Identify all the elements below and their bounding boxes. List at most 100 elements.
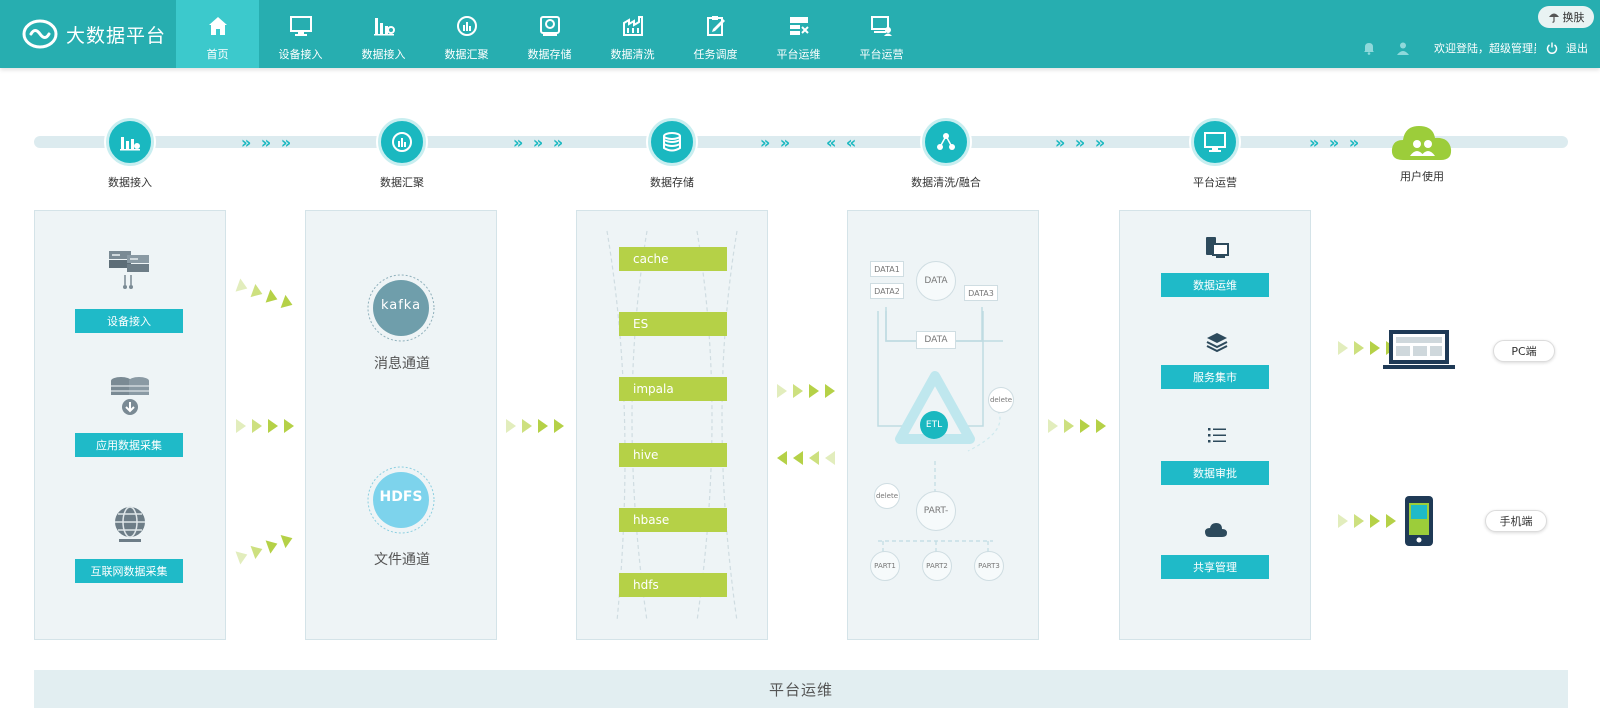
client-mobile-label[interactable]: 手机端: [1485, 510, 1547, 532]
stage-circle: [922, 118, 970, 166]
arrow: [522, 419, 532, 433]
kafka-logo-text: kafka: [380, 298, 422, 313]
arrow: [265, 537, 280, 554]
etl-part: PART-: [916, 491, 956, 531]
skin-label: 换肤: [1562, 11, 1585, 24]
panel-data-access: 设备接入 应用数据采集 互联网数据采集: [34, 210, 226, 640]
flow-arrows: [236, 419, 300, 433]
arrow: [1370, 514, 1380, 528]
stage-circle: [378, 118, 426, 166]
stage-data-access[interactable]: 数据接入: [70, 118, 190, 190]
arrow: [268, 419, 278, 433]
nav-label: 任务调度: [693, 48, 738, 61]
stage-data-cleaning[interactable]: 数据清洗/融合: [886, 118, 1006, 190]
power-icon[interactable]: [1546, 42, 1558, 54]
footer-platform-ops[interactable]: 平台运维: [34, 670, 1568, 708]
storage-hive[interactable]: hive: [619, 443, 727, 467]
stage-platform-operation[interactable]: 平台运营: [1155, 118, 1275, 190]
etl-part1: PART1: [870, 551, 900, 581]
nav-task-schedule[interactable]: 任务调度: [674, 0, 757, 68]
stage-circle: [648, 118, 696, 166]
item-internet-data-collection[interactable]: 互联网数据采集: [75, 559, 183, 583]
stage-label: 数据清洗/融合: [911, 176, 981, 189]
etl-part2: PART2: [922, 551, 952, 581]
storage-hdfs[interactable]: hdfs: [619, 573, 727, 597]
panel-platform-operation: 数据运维 服务集市 数据审批 共享管理: [1119, 210, 1311, 640]
item-app-data-collection[interactable]: 应用数据采集: [75, 433, 183, 457]
arrow: [284, 419, 294, 433]
nav-data-cleaning[interactable]: 数据清洗: [591, 0, 674, 68]
client-pc-label[interactable]: PC端: [1493, 340, 1555, 362]
arrow: [538, 419, 548, 433]
arrow: [506, 419, 516, 433]
nav-label: 首页: [206, 48, 229, 61]
arrow: [1354, 514, 1364, 528]
item-data-ops[interactable]: 数据运维: [1161, 273, 1269, 297]
nav-platform-operation[interactable]: 平台运营: [840, 0, 923, 68]
arrow: [1048, 419, 1058, 433]
item-service-market[interactable]: 服务集市: [1161, 365, 1269, 389]
arrow: [825, 451, 835, 465]
flow-arrows: [1338, 514, 1402, 528]
arrow: [1064, 419, 1074, 433]
tools-icon: [789, 17, 809, 35]
stage-data-aggregation[interactable]: 数据汇聚: [342, 118, 462, 190]
layers-icon: [1206, 333, 1228, 353]
nav-home[interactable]: 首页: [176, 0, 259, 68]
arrow: [809, 451, 819, 465]
cloud-users-icon: [1391, 126, 1452, 160]
nav-label: 平台运维: [776, 48, 821, 61]
flow-arrows: [235, 529, 301, 565]
nav-label: 平台运营: [859, 48, 904, 61]
logo-icon: [22, 19, 58, 49]
network-icon: [937, 133, 955, 150]
user-icon[interactable]: [1396, 41, 1410, 55]
database-icon: [663, 132, 681, 152]
nav-data-access[interactable]: 数据接入: [342, 0, 425, 68]
home-icon: [208, 17, 227, 35]
storage-impala[interactable]: impala: [619, 377, 727, 401]
devices-icon: [1206, 237, 1229, 258]
nav-device-access[interactable]: 设备接入: [259, 0, 342, 68]
bell-icon[interactable]: [1362, 41, 1376, 55]
stage-label: 数据汇聚: [380, 176, 424, 189]
etl-core[interactable]: ETL: [920, 411, 948, 439]
storage-es[interactable]: ES: [619, 312, 727, 336]
panel-data-cleaning: DATA1 DATA2 DATA3 DATA DATA ETL delete d…: [847, 210, 1039, 640]
gauge-icon: [392, 132, 412, 152]
nav-label: 数据存储: [527, 48, 572, 61]
storage-cache[interactable]: cache: [619, 247, 727, 271]
arrow: [1386, 514, 1396, 528]
stage-label: 数据存储: [650, 176, 694, 189]
chevrons-left: « «: [826, 133, 859, 152]
monitor-icon: [1204, 132, 1226, 152]
item-data-approval[interactable]: 数据审批: [1161, 461, 1269, 485]
arrow: [280, 294, 295, 312]
app-logo[interactable]: 大数据平台: [22, 18, 166, 50]
stage-label: 数据接入: [108, 176, 152, 189]
nav-platform-ops[interactable]: 平台运维: [757, 0, 840, 68]
user-area: 欢迎登陆，超级管理员 退出: [1352, 40, 1588, 56]
stage-data-storage[interactable]: 数据存储: [612, 118, 732, 190]
nav-data-aggregation[interactable]: 数据汇聚: [425, 0, 508, 68]
logout-link[interactable]: 退出: [1566, 42, 1588, 55]
flow-arrows: [1048, 419, 1112, 433]
gauge-icon: [456, 16, 477, 36]
flow-arrows: [235, 278, 301, 313]
storage-hbase[interactable]: hbase: [619, 508, 727, 532]
channel-file[interactable]: 文件通道: [374, 552, 430, 568]
arrow: [280, 531, 295, 549]
etl-data2: DATA2: [870, 283, 904, 299]
skin-button[interactable]: 换肤: [1538, 6, 1594, 28]
item-device-access[interactable]: 设备接入: [75, 309, 183, 333]
etl-data-circle: DATA: [916, 261, 956, 301]
stage-user-usage[interactable]: 用户使用: [1362, 116, 1482, 184]
bar-chart-icon: [373, 18, 395, 36]
nav-data-storage[interactable]: 数据存储: [508, 0, 591, 68]
etl-data3: DATA3: [964, 285, 998, 301]
channel-message[interactable]: 消息通道: [374, 356, 430, 372]
arrow: [1370, 341, 1380, 355]
item-share-management[interactable]: 共享管理: [1161, 555, 1269, 579]
arrow: [235, 278, 250, 296]
arrow: [252, 419, 262, 433]
